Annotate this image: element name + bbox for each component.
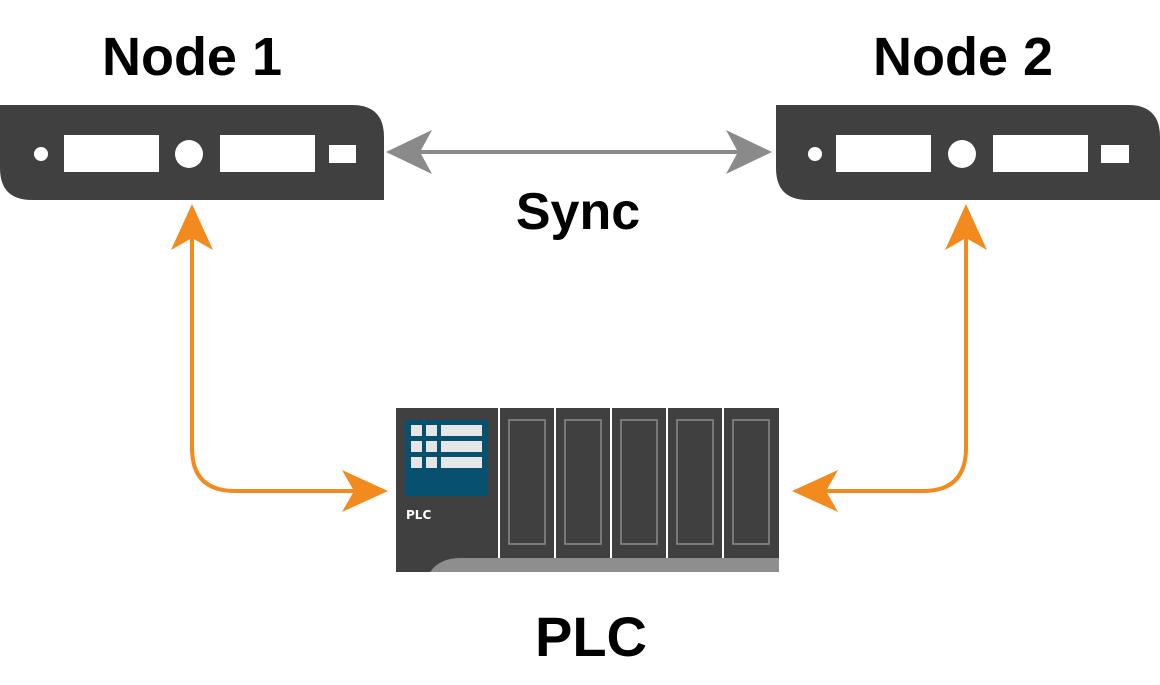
node-2-server-icon <box>776 105 1160 200</box>
node-1-label: Node 1 <box>102 27 282 87</box>
sync-arrow <box>386 130 772 174</box>
plc-icon: PLC <box>396 408 779 572</box>
sync-label: Sync <box>516 183 640 241</box>
node-2-label: Node 2 <box>873 27 1053 87</box>
node-1-server-icon <box>0 105 384 200</box>
node-2-plc-link-arrow <box>792 204 987 512</box>
node-1-plc-link-arrow <box>171 204 388 512</box>
plc-badge-label: PLC <box>406 508 431 522</box>
plc-label: PLC <box>535 605 647 668</box>
